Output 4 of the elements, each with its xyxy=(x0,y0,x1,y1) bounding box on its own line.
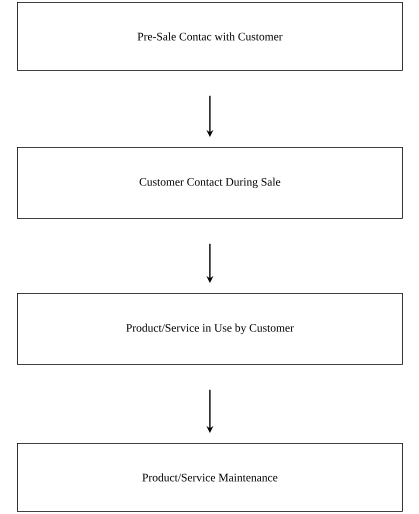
process-box: Pre-Sale Contac with Customer xyxy=(17,2,403,71)
process-box: Customer Contact During Sale xyxy=(17,147,403,219)
process-box: Product/Service Maintenance xyxy=(17,443,403,512)
process-box: Product/Service in Use by Customer xyxy=(17,293,403,365)
